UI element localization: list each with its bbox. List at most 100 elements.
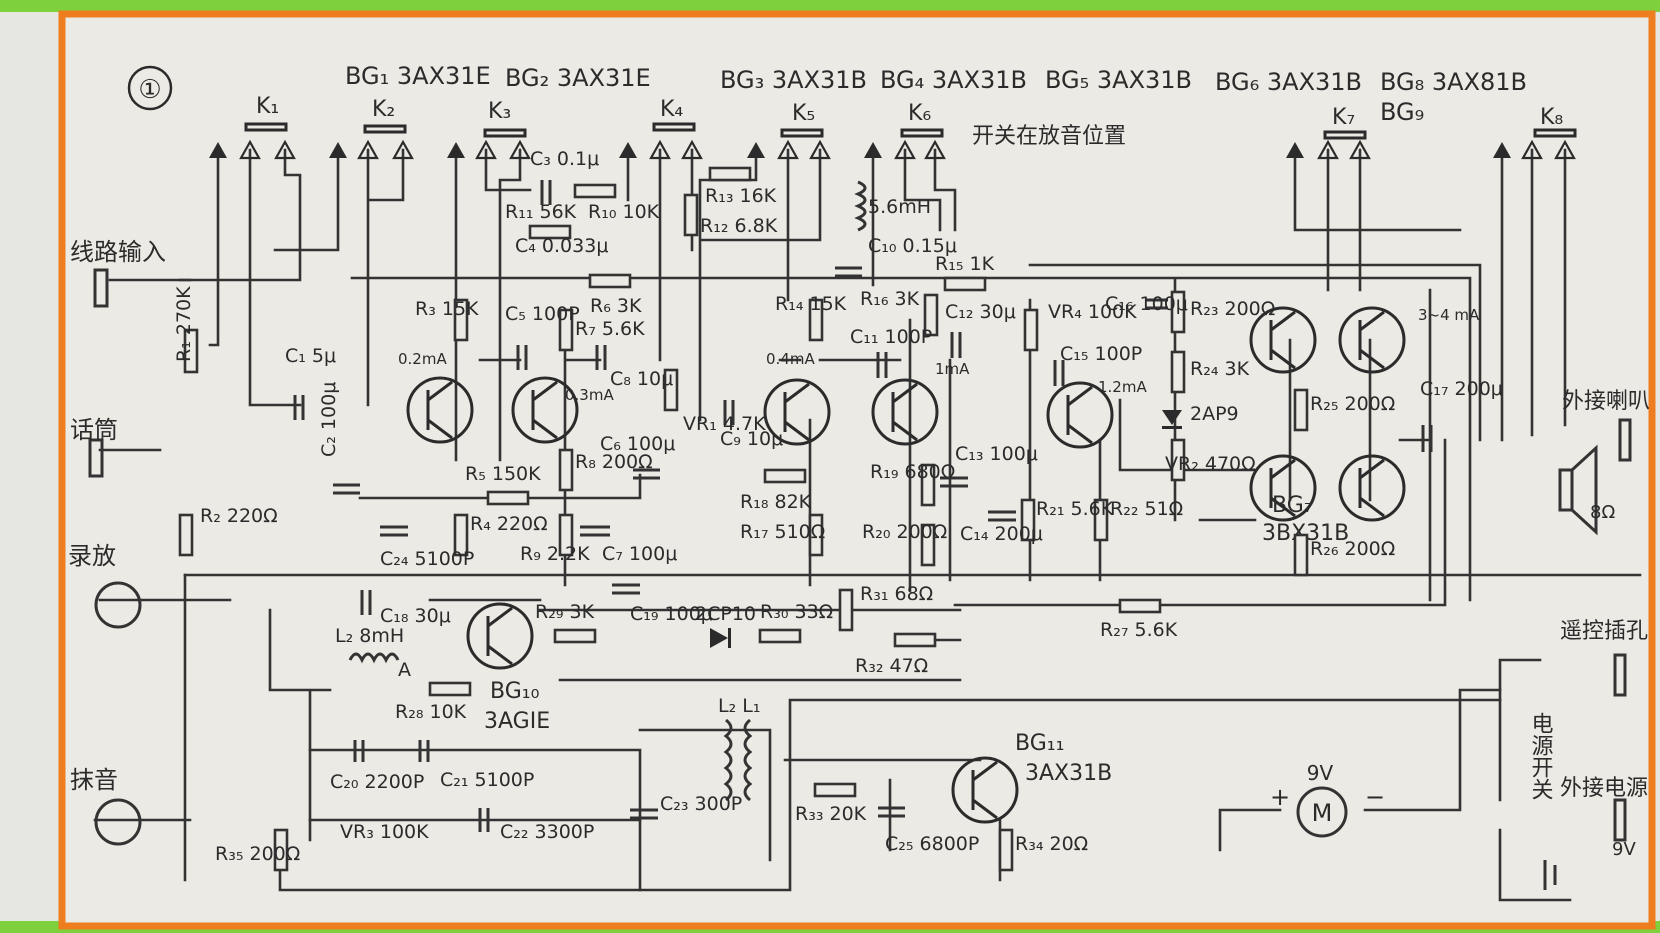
part-label: R₄ 220Ω [470, 513, 548, 535]
part-label: R₃₄ 20Ω [1015, 833, 1088, 855]
label-bg6: BG₆ 3AX31B [1215, 68, 1362, 96]
part-label: L₂ L₁ [718, 695, 760, 717]
remote-label: 遥控插孔 [1560, 619, 1648, 644]
part-label: C₁ 5μ [285, 345, 336, 367]
part-label: R₂ 220Ω [200, 505, 278, 527]
part-label: R₁₇ 510Ω [740, 521, 825, 543]
part-label: C₁₃ 100μ [955, 443, 1038, 465]
switch-label-k2: K₂ [372, 97, 395, 122]
label-bg3: BG₃ 3AX31B [720, 66, 867, 94]
part-label: R₂₄ 3K [1190, 358, 1250, 380]
part-label: R₂₀ 200Ω [862, 521, 947, 543]
part-label: R₂₇ 5.6K [1100, 619, 1178, 641]
current-label: 1.2mA [1098, 378, 1147, 396]
part-label: 2AP9 [1190, 403, 1239, 425]
part-label: C₁₂ 30μ [945, 301, 1016, 323]
current-label: 3~4 mA [1418, 306, 1480, 324]
part-label: L₂ 8mH [335, 625, 404, 647]
part-label: C₂₅ 6800P [885, 833, 979, 855]
transistor-bg4 [871, 378, 939, 446]
part-label: R₇ 5.6K [575, 318, 645, 340]
part-label: R₁₀ 10K [588, 201, 660, 223]
part-label: R₂₁ 5.6K [1036, 498, 1114, 520]
erase-label: 抹音 [70, 766, 118, 794]
part-label: R₉ 2.2K [520, 543, 590, 565]
capacitors [293, 180, 1433, 832]
switch-label-k6: K₆ [908, 101, 931, 126]
part-label: R₂₆ 200Ω [1310, 538, 1395, 560]
part-label: VR₃ 100K [340, 821, 429, 843]
label-bg4: BG₄ 3AX31B [880, 66, 1027, 94]
ext-power-label: 外接电源 [1560, 776, 1648, 801]
mic-label: 话筒 [70, 416, 118, 444]
part-label: C₂₀ 2200P [330, 771, 424, 793]
part-label: C₈ 10μ [610, 368, 673, 390]
part-label: VR₄ 100K [1048, 301, 1137, 323]
rec-play-head [94, 581, 142, 629]
part-label: C₇ 100μ [602, 543, 677, 565]
current-label: 0.2mA [398, 350, 447, 368]
transistor-bg10 [466, 602, 534, 670]
label-bg9: BG₉ [1380, 98, 1424, 126]
part-label: R₂₉ 3K [535, 601, 595, 623]
switch-label-k3: K₃ [488, 99, 511, 124]
current-label: 0.4mA [766, 350, 815, 368]
part-label: 2CP10 [695, 603, 756, 625]
line-in-label: 线路输入 [70, 238, 166, 266]
part-label: C₃ 0.1μ [530, 148, 599, 170]
part-label: C₁₆ 100μ [1105, 293, 1188, 315]
transistor-bg2 [511, 376, 579, 444]
part-label: C₂₄ 5100P [380, 548, 474, 570]
transistor-bg7 [1249, 454, 1317, 522]
label-bg1: BG₁ 3AX31E [345, 62, 491, 90]
part-label: R₁₂ 6.8K [700, 215, 778, 237]
part-label: C₁₈ 30μ [380, 605, 451, 627]
components [178, 166, 1309, 872]
part-label: R₁₈ 82K [740, 491, 812, 513]
inductors [348, 180, 867, 802]
part-label: C₄ 0.033μ [515, 235, 608, 257]
part-label: 5.6mH [868, 196, 931, 218]
battery-icon [1543, 860, 1557, 890]
part-label: A [398, 659, 411, 681]
part-label: R₁₄ 15K [775, 293, 847, 315]
part-label: VR₂ 470Ω [1165, 453, 1256, 475]
part-label: C₁₀ 0.15μ [868, 235, 957, 257]
io-devices [88, 268, 1632, 890]
figure-number: ① [138, 75, 161, 105]
part-label: C₁₇ 200μ [1420, 378, 1503, 400]
figure-number-circle [127, 65, 173, 111]
top-green-border [0, 0, 1660, 12]
part-label: R₁₆ 3K [860, 288, 920, 310]
switch-label-k8: K₈ [1540, 105, 1563, 130]
part-label: VR₁ 4.7K [683, 413, 766, 435]
part-labels: R₁ 270K R₂ 220Ω R₃ 15K R₄ 220Ω R₅ 150K R… [173, 148, 1503, 865]
part-label: R₁ 270K [173, 286, 195, 362]
transistor-bg9 [1338, 454, 1406, 522]
orange-frame [58, 10, 1656, 930]
part-label: C₅ 100P [505, 303, 580, 325]
part-label: C₁₁ 100P [850, 326, 932, 348]
transistors [406, 306, 1406, 824]
motor-voltage: 9V [1307, 761, 1334, 785]
part-label: R₃ 15K [415, 298, 479, 320]
ext-speaker-label: 外接喇叭 [1562, 389, 1650, 414]
r1-body [183, 328, 199, 374]
part-label: R₂₅ 200Ω [1310, 393, 1395, 415]
switch-label-k4: K₄ [660, 97, 683, 122]
remote-jack [1613, 653, 1627, 697]
switch-label-k1: K₁ [256, 94, 279, 119]
part-label: C₂ 100μ [318, 382, 340, 457]
erase-head [94, 798, 142, 846]
inductor-5-6mh [854, 180, 867, 232]
line-in-jack [93, 268, 109, 308]
motor-minus: − [1365, 783, 1385, 811]
part-label: R₁₅ 1K [935, 253, 995, 275]
motor-plus: + [1270, 783, 1290, 811]
part-label: R₃₃ 20K [795, 803, 867, 825]
part-label: C₂₂ 3300P [500, 821, 594, 843]
part-label: R₁₉ 680Ω [870, 461, 955, 483]
label-bg2: BG₂ 3AX31E [505, 64, 651, 92]
transistor-bg5 [1046, 381, 1114, 449]
part-label: R₁₃ 16K [705, 185, 777, 207]
